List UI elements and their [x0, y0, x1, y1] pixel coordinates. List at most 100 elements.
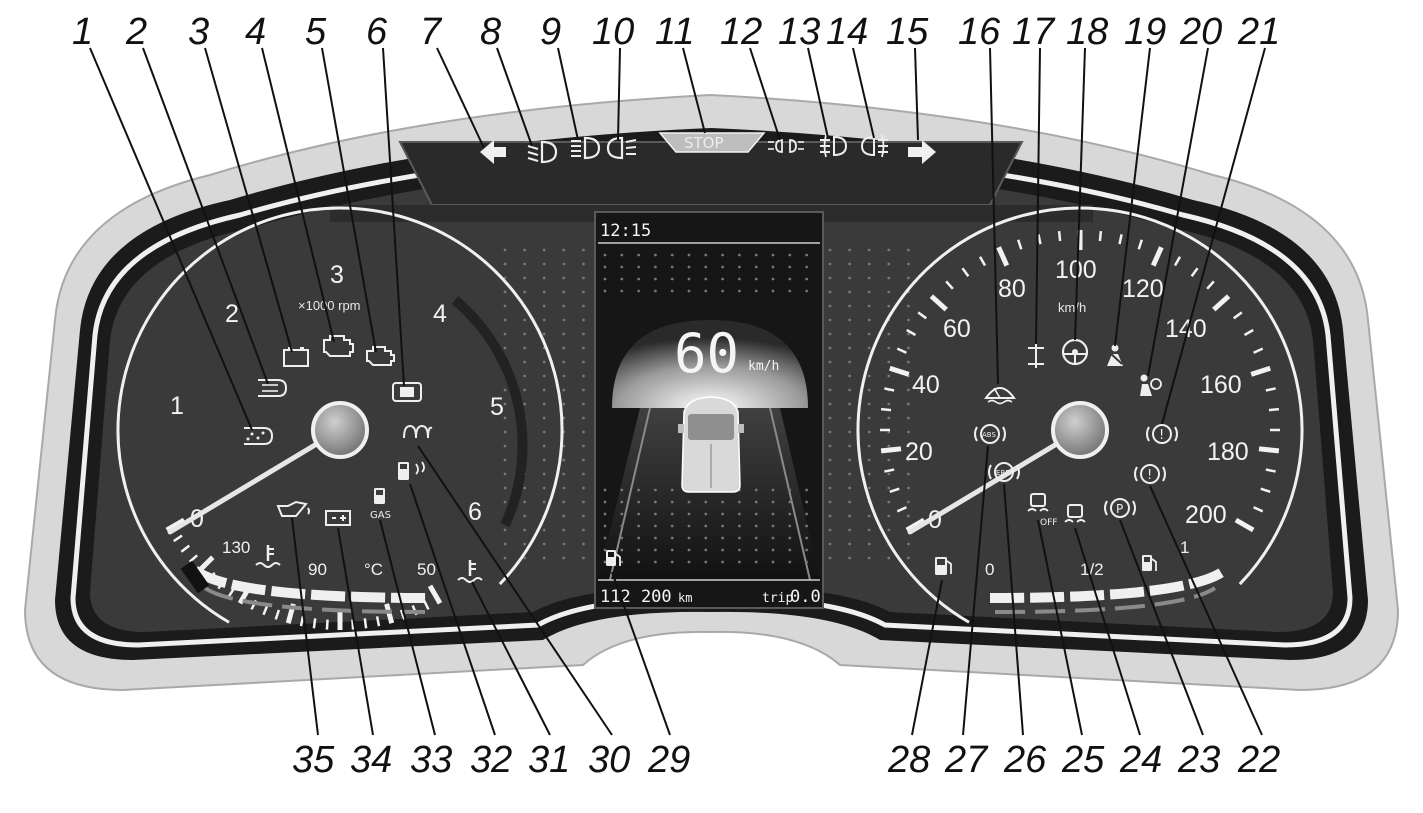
display-top-dot: [620, 289, 624, 293]
display-road: [598, 408, 820, 580]
panel-left-dot: [562, 472, 566, 476]
panel-right-dot: [867, 290, 871, 294]
speedometer-hub: [1051, 401, 1109, 459]
display-bottom-dot: [670, 560, 674, 564]
speedometer-tick: [1268, 407, 1280, 412]
panel-left-dot: [542, 528, 546, 532]
fuel-pump-icon: [1142, 555, 1157, 571]
callout-33: 33: [410, 739, 452, 781]
callout-2: 2: [125, 11, 147, 53]
display-bottom-dot: [654, 536, 657, 540]
display-top-dot: [670, 265, 674, 269]
speedometer-tick: [905, 517, 926, 533]
panel-left-dot: [562, 402, 566, 406]
display-top-dot: [704, 277, 708, 281]
panel-right-dot: [848, 276, 851, 280]
panel-right-dot: [828, 458, 832, 462]
speedometer-tick: [896, 347, 907, 354]
panel-left-dot: [542, 472, 546, 476]
panel-left-dot: [503, 542, 507, 546]
panel-right-dot: [828, 430, 832, 434]
panel-right-dot: [828, 374, 832, 378]
display-top-dot: [721, 289, 724, 293]
panel-left-dot: [582, 374, 585, 378]
display-top-dot: [721, 253, 724, 257]
display-top-dot: [771, 277, 775, 281]
callout-26: 26: [1003, 739, 1047, 781]
panel-left-dot: [503, 528, 507, 532]
speedometer-tick: [1137, 239, 1143, 250]
callout-16: 16: [958, 11, 1001, 53]
panel-right-dot: [887, 458, 891, 462]
panel-right-dot: [848, 430, 851, 434]
display-bottom-dot: [771, 548, 775, 552]
coolant-temp-icon: [255, 545, 281, 568]
panel-right-dot: [887, 486, 891, 490]
panel-right-dot: [887, 430, 891, 434]
leader-lines: [89, 47, 1266, 736]
display-top-dot: [687, 265, 691, 269]
engine-malfunction-icon: [323, 335, 354, 357]
panel-left-dot: [562, 500, 566, 504]
panel-left-dot: [523, 402, 526, 406]
panel-left-dot: [542, 542, 546, 546]
panel-right-dot: [848, 514, 851, 518]
panel-right-dot: [867, 262, 871, 266]
panel-right-dot: [867, 318, 871, 322]
tach-label-1: 1: [170, 392, 184, 420]
panel-left-dot: [503, 262, 507, 266]
panel-left-dot: [503, 458, 507, 462]
tach-unit: ×1000 rpm: [298, 298, 361, 313]
right-turn-arrow-icon: [908, 140, 936, 164]
display-bottom-dot: [788, 536, 792, 540]
panel-right-dot: [848, 500, 851, 504]
panel-right-dot: [828, 528, 832, 532]
panel-left-dot: [562, 332, 566, 336]
callout-29: 29: [647, 739, 690, 781]
panel-left-dot: [523, 528, 526, 532]
panel-left-dot: [582, 486, 585, 490]
panel-left-dot: [523, 248, 526, 252]
callout-23: 23: [1177, 739, 1220, 781]
callout-8: 8: [480, 11, 501, 53]
stability-off-icon: [1027, 493, 1049, 512]
display-top-dot: [738, 277, 741, 281]
display-top-dot: [687, 253, 691, 257]
panel-left-dot: [523, 346, 526, 350]
panel-right-dot: [848, 444, 851, 448]
panel-left-dot: [523, 374, 526, 378]
callout-12: 12: [720, 11, 762, 53]
display-bottom-dot: [620, 536, 624, 540]
temp-label-130: 130: [222, 538, 250, 557]
low-beam-icon: [527, 140, 558, 164]
panel-right-dot: [828, 346, 832, 350]
display-bottom-dot: [721, 500, 724, 504]
display-bottom-dot: [771, 512, 775, 516]
panel-left-dot: [542, 556, 546, 560]
airbag-icon: [1140, 374, 1162, 396]
display-bottom-dot: [603, 500, 607, 504]
display-bottom-dot: [637, 548, 640, 552]
display-bottom-dot: [721, 512, 724, 516]
central-display: 12:15 60 km/h 112 200 km trip 0.0: [594, 211, 824, 609]
speedometer-tick: [1253, 347, 1264, 354]
panel-right-dot: [828, 514, 832, 518]
panel-left-dot: [582, 262, 585, 266]
panel-right-dot: [828, 290, 832, 294]
abs-label: ABS: [982, 431, 996, 439]
panel-left-dot: [562, 556, 566, 560]
display-top-dot: [788, 289, 792, 293]
oil-pressure-icon: [276, 500, 310, 517]
display-bottom-dot: [704, 536, 708, 540]
callout-15: 15: [886, 11, 929, 53]
speedometer-tick: [1212, 294, 1231, 312]
display-bottom-dot: [704, 512, 708, 516]
panel-right-dot: [907, 514, 910, 518]
panel-right-dot: [867, 528, 871, 532]
display-top-dot: [687, 277, 691, 281]
panel-left-dot: [542, 430, 546, 434]
auto-high-beam-icon: [606, 136, 637, 160]
panel-left-dot: [523, 388, 526, 392]
panel-left-dot: [503, 346, 507, 350]
tachometer-tick: [262, 605, 269, 616]
